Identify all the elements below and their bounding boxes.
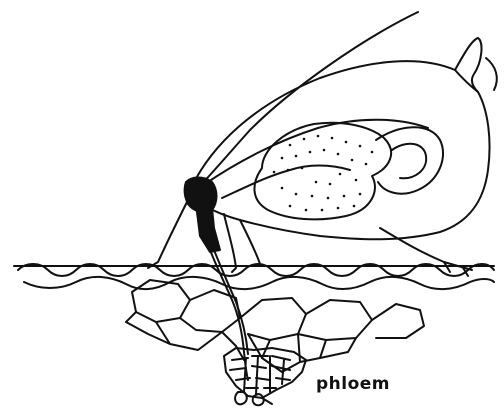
gut-upper — [222, 166, 350, 199]
inner-body-line — [205, 120, 428, 184]
hindgut-inner — [392, 144, 426, 179]
mesophyll-cells — [126, 280, 424, 372]
phloem-bundle — [224, 348, 306, 405]
aphid-body — [192, 38, 490, 239]
middle-leg-2 — [240, 220, 260, 264]
front-leg — [148, 200, 188, 268]
middle-leg — [224, 214, 236, 272]
hindgut-loop — [376, 127, 443, 193]
cornicle-rim — [486, 58, 497, 90]
phloem-label: phloem — [316, 374, 390, 394]
gland-stipple — [273, 135, 374, 212]
epidermis-base — [24, 277, 494, 289]
salivary-gland — [254, 123, 391, 220]
antenna — [198, 12, 418, 188]
